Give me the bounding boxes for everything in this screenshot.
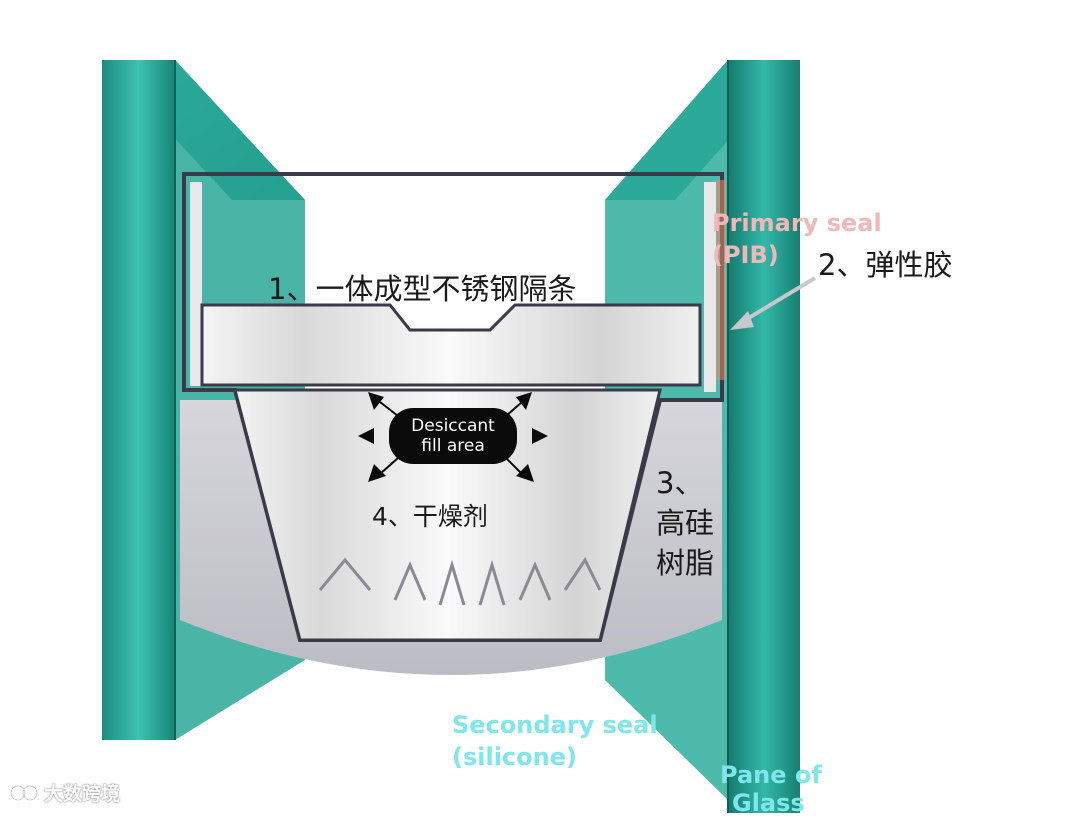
spacer-body [233,388,662,642]
right-spacer-wall [704,182,716,392]
label-silicone-3: 树脂 [656,546,715,580]
label-secondary-seal-1: Secondary seal [452,711,658,739]
desiccant-fill-line2: fill area [421,436,485,456]
watermark-text: 大数跨境 [44,783,121,805]
spacer-top-channel [200,303,702,387]
desiccant-arrows [358,392,548,482]
label-elastic: 2、弹性胶 [818,248,953,282]
label-primary-seal-2: (PIB) [712,241,779,269]
label-secondary-seal-2: (silicone) [452,743,577,771]
logo-icon [10,784,38,801]
left-glass-pane [102,60,175,740]
watermark: 大数跨境 [10,779,120,806]
label-desiccant: 4、干燥剂 [372,502,488,531]
right-glass-pane [728,60,800,813]
label-primary-seal-1: Primary seal [712,209,882,237]
desiccant-fill-badge: Desiccant fill area [389,408,517,464]
label-spacer: 1、一体成型不锈钢隔条 [268,272,577,306]
bottom-ribs [318,557,602,606]
label-silicone-2: 高硅 [656,506,715,540]
primary-seal-pib [716,180,726,380]
left-spacer-wall [190,182,202,386]
label-pane-2: Glass [732,789,805,817]
label-silicone-1: 3、 [656,466,704,500]
label-pane-1: Pane of [720,761,822,789]
desiccant-fill-line1: Desiccant [411,416,495,436]
elastic-arrow [730,276,817,330]
